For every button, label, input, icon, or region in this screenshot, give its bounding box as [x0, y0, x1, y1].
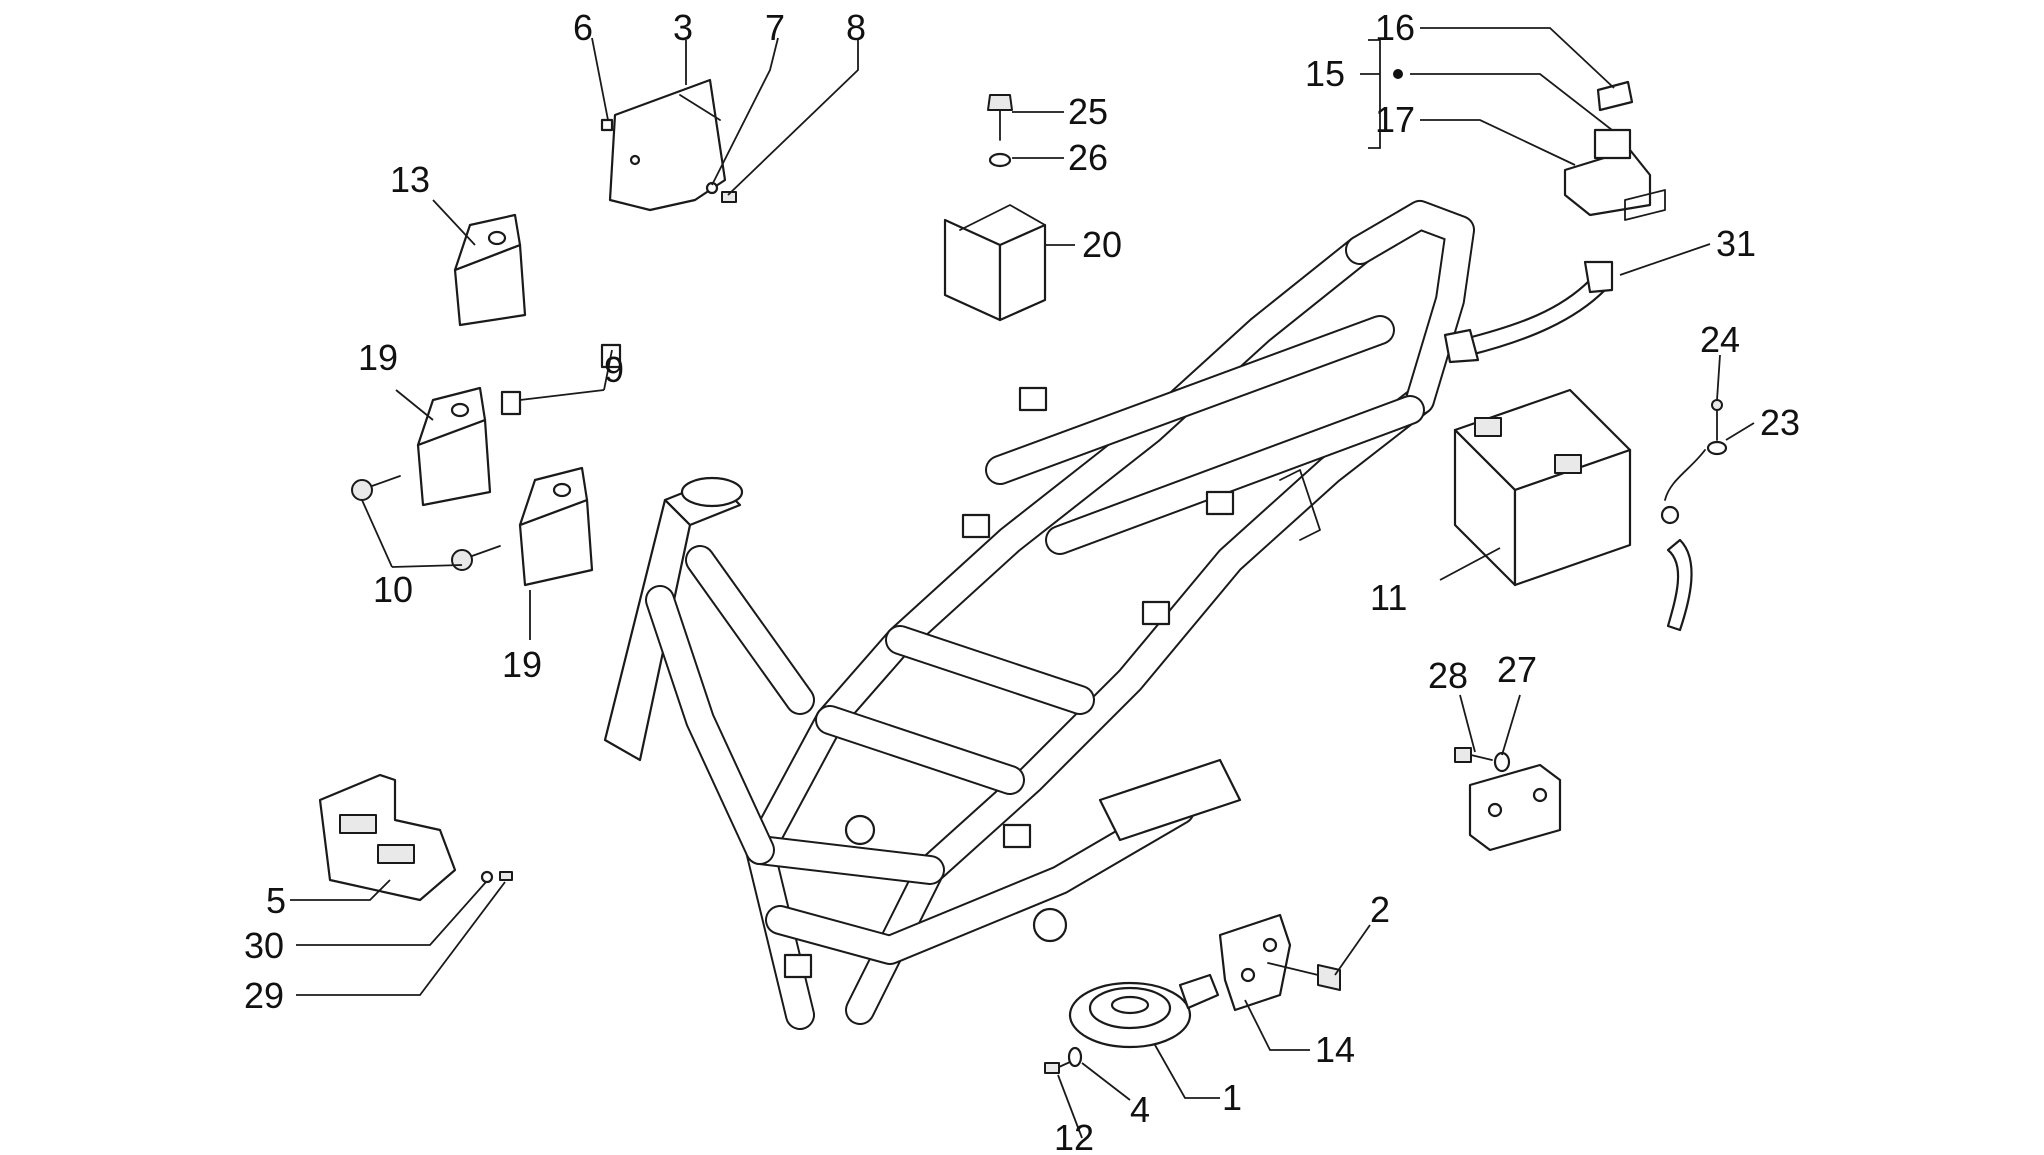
callout-19-lower: 19	[502, 644, 542, 685]
callout-24: 24	[1700, 319, 1740, 360]
callout-6: 6	[573, 7, 593, 48]
callout-29: 29	[244, 975, 284, 1016]
callout-14: 14	[1315, 1029, 1355, 1070]
screw-10-lower	[451, 545, 501, 571]
scooter-frame	[603, 200, 1475, 1030]
cable-23	[1660, 440, 1728, 632]
screw-10-upper	[351, 475, 401, 501]
callout-2: 2	[1370, 889, 1390, 930]
callout-30: 30	[244, 925, 284, 966]
washer-4	[1067, 1046, 1083, 1068]
bolt-25	[987, 94, 1013, 141]
bolt-2	[1267, 962, 1341, 991]
callout-23: 23	[1760, 402, 1800, 443]
cover-13	[453, 213, 527, 327]
screw-8	[721, 191, 737, 203]
screw-29	[499, 871, 513, 881]
callout-16: 16	[1375, 7, 1415, 48]
cover-19-lower	[518, 466, 594, 587]
callout-27: 27	[1497, 649, 1537, 690]
callout-26: 26	[1068, 137, 1108, 178]
screw-12	[1044, 1061, 1071, 1074]
callout-11: 11	[1370, 577, 1407, 618]
callout-13: 13	[390, 159, 430, 200]
bracket-plate-3	[608, 78, 727, 212]
callout-20: 20	[1082, 224, 1122, 265]
cover-19-upper	[416, 386, 492, 507]
relay-17	[1563, 128, 1666, 221]
callout-5: 5	[266, 880, 286, 921]
screw-6	[600, 118, 614, 132]
callout-1: 1	[1222, 1077, 1242, 1118]
screw-24	[1711, 399, 1723, 441]
callout-12: 12	[1054, 1117, 1094, 1155]
callout-9: 9	[604, 349, 624, 390]
fuse-16	[1596, 80, 1634, 112]
washer-26	[988, 152, 1012, 168]
strap-31	[1443, 260, 1614, 364]
clip-9-upper	[500, 390, 522, 416]
bolt-28	[1454, 747, 1493, 763]
callout-19-upper: 19	[358, 337, 398, 378]
callout-17: 17	[1375, 99, 1415, 140]
callout-28: 28	[1428, 655, 1468, 696]
leader-lines	[290, 27, 1755, 1139]
washer-30	[480, 870, 494, 884]
washer-7	[705, 181, 719, 195]
callout-dot	[1393, 69, 1403, 79]
cover-plate-5	[318, 773, 457, 902]
callout-4: 4	[1130, 1089, 1150, 1130]
callout-25: 25	[1068, 91, 1108, 132]
callout-8: 8	[846, 7, 866, 48]
bracket-27	[1468, 763, 1562, 852]
bracket-14	[1218, 913, 1292, 1012]
callout-15: 15	[1305, 53, 1345, 94]
callout-31: 31	[1716, 223, 1756, 264]
horn-1	[1068, 973, 1220, 1049]
callout-7: 7	[765, 7, 785, 48]
washer-27	[1493, 751, 1511, 773]
callout-10: 10	[373, 569, 413, 610]
holder-20	[943, 204, 1047, 322]
callout-labels: 6 3 7 8 13 19 9 10 19 20 25 26 16 15 17 …	[244, 7, 1800, 1155]
callout-3: 3	[673, 7, 693, 48]
battery-11	[1453, 388, 1632, 587]
